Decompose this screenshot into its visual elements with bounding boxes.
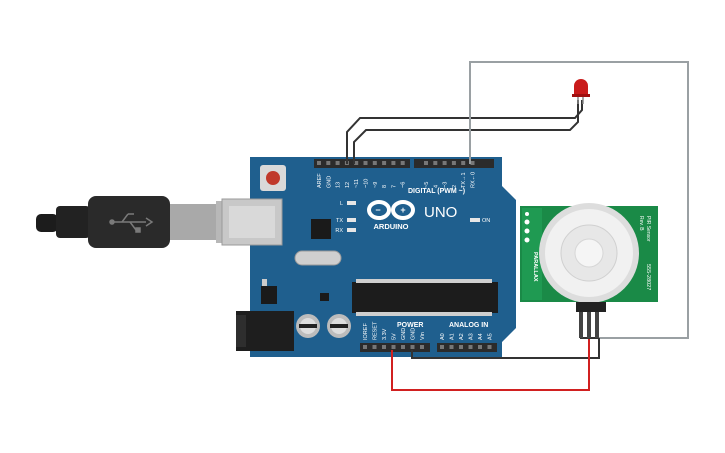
power-pin-4[interactable] <box>401 345 405 349</box>
power-pin-1[interactable] <box>372 345 377 349</box>
digital-pin-label: 8 <box>382 185 388 188</box>
digital-pin-label: TX→1 <box>461 172 467 188</box>
svg-text:+: + <box>400 205 405 215</box>
digital-pin-label: 4 <box>433 185 439 188</box>
red-led <box>572 79 590 104</box>
analog-pin-3[interactable] <box>468 345 473 349</box>
crystal-oscillator <box>294 250 342 266</box>
header-pin-1[interactable] <box>326 161 331 165</box>
digital-pin-label: ~6 <box>401 182 407 188</box>
header-pin-4[interactable] <box>354 161 359 165</box>
analog-pin-4[interactable] <box>478 345 482 349</box>
analog-pin-1[interactable] <box>449 345 454 349</box>
analog-pin-5[interactable] <box>487 345 492 349</box>
digital-pin-label: AREF <box>317 173 323 188</box>
pir-brand: PARALLAX <box>532 252 538 282</box>
status-led-RX: RX <box>335 228 356 234</box>
digital-pin-label: ~11 <box>354 179 360 188</box>
wire-led-cathode-to-gnd <box>346 100 583 164</box>
header-pin-0[interactable] <box>317 161 321 165</box>
header-pin-7[interactable] <box>382 161 387 165</box>
analog-section-label: ANALOG IN <box>449 322 488 329</box>
header-pin-11[interactable] <box>433 161 438 165</box>
header-pin-5[interactable] <box>363 161 368 165</box>
analog-pin-label: A3 <box>469 333 475 340</box>
analog-pin-label: A2 <box>459 333 465 340</box>
usb-icon <box>109 213 154 233</box>
header-pin-13[interactable] <box>451 161 456 165</box>
power-pin-label: GND <box>411 328 417 340</box>
power-section-label: POWER <box>397 322 423 329</box>
power-pin-5[interactable] <box>410 345 415 349</box>
digital-pin-label: ~10 <box>364 179 370 188</box>
svg-text:TX: TX <box>336 218 343 224</box>
header-pin-15[interactable] <box>470 161 475 165</box>
power-pin-6[interactable] <box>420 345 424 349</box>
svg-text:−: − <box>375 205 380 215</box>
status-led-L: L <box>340 201 356 207</box>
digital-pin-label: ~3 <box>443 182 449 188</box>
header-pin-6[interactable] <box>372 161 377 165</box>
power-pin-label: IOREF <box>363 323 369 340</box>
digital-header-left <box>314 159 410 168</box>
analog-pin-label: A1 <box>450 333 456 340</box>
reset-button[interactable] <box>260 165 286 191</box>
digital-pin-label: ~5 <box>424 182 430 188</box>
analog-pin-label: A4 <box>478 333 484 340</box>
board-model: UNO <box>424 204 457 221</box>
pir-pins <box>576 302 606 338</box>
wire-led-anode-to-pin13 <box>353 100 579 164</box>
power-pin-label: RESET <box>373 321 379 340</box>
pir-title: PIR Sensor <box>645 216 651 242</box>
analog-header <box>437 343 497 352</box>
power-pin-3[interactable] <box>391 345 396 349</box>
header-pin-9[interactable] <box>400 161 405 165</box>
pir-dome <box>539 203 639 303</box>
power-pin-label: Vin <box>420 332 426 340</box>
header-pin-2[interactable] <box>335 161 340 165</box>
svg-text:ON: ON <box>482 218 490 224</box>
analog-pin-0[interactable] <box>440 345 444 349</box>
header-pin-14[interactable] <box>461 161 466 165</box>
header-pin-10[interactable] <box>424 161 428 165</box>
power-pin-label: 5V <box>392 333 398 340</box>
svg-text:L: L <box>340 201 343 207</box>
digital-pin-label: 13 <box>336 182 342 188</box>
wire-5v-to-pir <box>391 312 590 391</box>
power-pin-0[interactable] <box>363 345 367 349</box>
capacitor <box>327 314 351 338</box>
digital-pin-label: RX←0 <box>471 172 477 188</box>
header-pin-12[interactable] <box>442 161 447 165</box>
pir-revision: Rev. B <box>638 216 644 231</box>
digital-pin-label: ~9 <box>373 182 379 188</box>
microcontroller-chip <box>352 282 498 313</box>
status-led-TX: TX <box>336 218 356 224</box>
usb-cable <box>36 196 230 248</box>
digital-pin-label: GND <box>326 176 332 188</box>
svg-text:RX: RX <box>335 228 343 234</box>
power-led: ON <box>470 218 490 224</box>
analog-pin-label: A5 <box>488 333 494 340</box>
wire-gnd-to-pir <box>411 338 600 359</box>
digital-pin-label: 12 <box>345 182 351 188</box>
digital-pin-label: 2 <box>452 185 458 188</box>
pir-part-number: 555-28027 <box>645 264 651 290</box>
pir-sensor: PARALLAX PIR Sensor Rev. B 555-28027 <box>520 203 658 338</box>
arduino-logo-icon <box>367 200 415 220</box>
analog-pin-label: A0 <box>440 333 446 340</box>
power-pin-label: 3.3V <box>382 328 388 340</box>
power-pin-label: GND <box>401 328 407 340</box>
power-pin-2[interactable] <box>382 345 386 349</box>
analog-pin-2[interactable] <box>459 345 463 349</box>
board-brand: ARDUINO <box>374 222 409 231</box>
capacitor <box>296 314 320 338</box>
header-pin-8[interactable] <box>391 161 396 165</box>
digital-section-label: DIGITAL (PWM ~) <box>408 188 465 195</box>
digital-pin-label: 7 <box>391 185 397 188</box>
